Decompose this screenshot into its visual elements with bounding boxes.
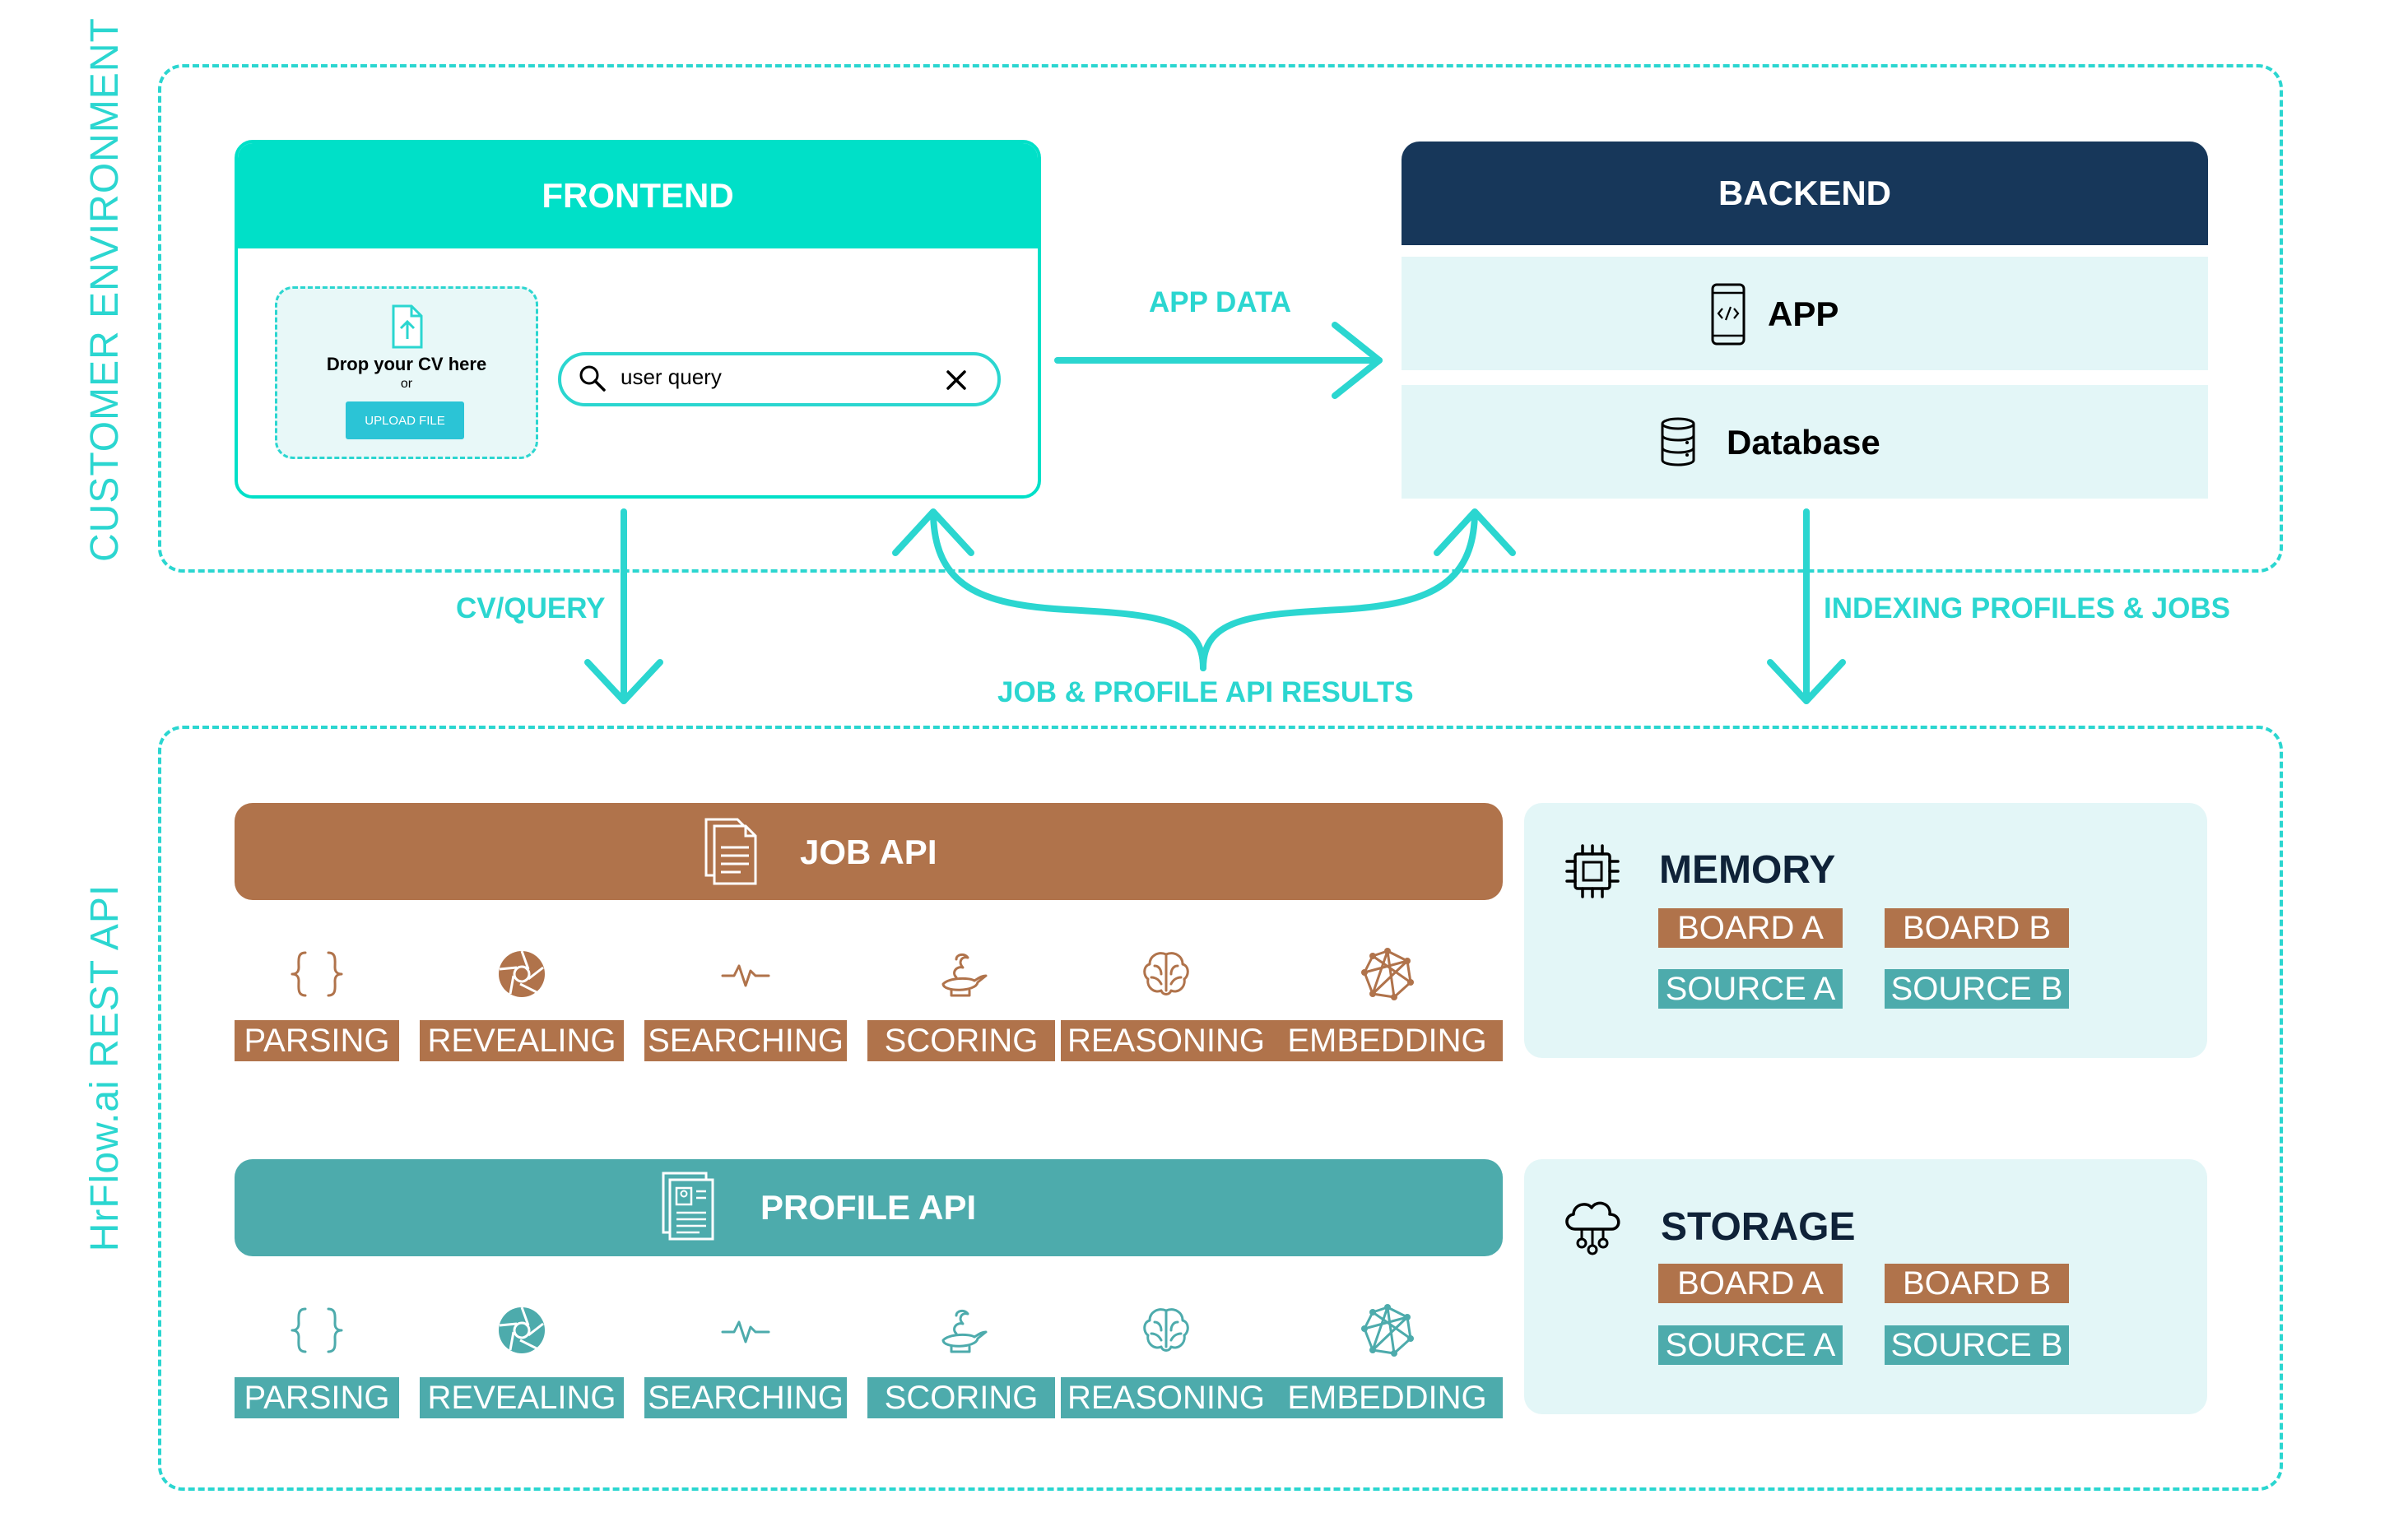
profile-module-searching[interactable]: SEARCHING	[644, 1377, 847, 1418]
dropzone-text: Drop your CV here	[326, 354, 487, 374]
job-module-parsing[interactable]: PARSING	[235, 1020, 399, 1061]
profile-module-parsing[interactable]: PARSING	[235, 1377, 399, 1418]
chip-icon	[1565, 844, 1620, 898]
backend-app-row	[1402, 257, 2208, 370]
memory-board-b[interactable]: BOARD B	[1885, 908, 2069, 948]
search-input[interactable]	[558, 352, 1001, 406]
frontend-header: FRONTEND	[238, 143, 1038, 248]
profile-module-embedding[interactable]: EMBEDDING	[1271, 1377, 1503, 1418]
memory-title: MEMORY	[1659, 848, 1836, 892]
job-api-title: JOB API	[800, 833, 937, 871]
backend-title: BACKEND	[1718, 174, 1891, 212]
storage-board-b[interactable]: BOARD B	[1885, 1264, 2069, 1303]
rest-api-box	[158, 726, 2283, 1491]
job-module-scoring[interactable]: SCORING	[867, 1020, 1055, 1061]
job-module-searching[interactable]: SEARCHING	[644, 1020, 847, 1061]
genie-lamp-icon	[941, 1309, 988, 1353]
indexing-label: INDEXING PROFILES & JOBS	[1824, 592, 2230, 624]
job-module-revealing[interactable]: REVEALING	[420, 1020, 624, 1061]
clear-icon[interactable]	[945, 369, 968, 392]
search-icon	[579, 365, 606, 392]
customer-environment-box	[158, 64, 2283, 573]
cv-query-label: CV/QUERY	[456, 592, 606, 624]
backend-app-label: APP	[1768, 295, 1839, 333]
profile-api-title: PROFILE API	[760, 1188, 977, 1227]
profile-api-header	[235, 1159, 1503, 1256]
database-icon	[1661, 417, 1695, 466]
upload-file-button[interactable]: UPLOAD FILE	[346, 401, 464, 439]
results-arrow	[930, 511, 1206, 671]
app-data-label: APP DATA	[1149, 286, 1292, 318]
job-api-header	[235, 803, 1503, 900]
storage-title: STORAGE	[1661, 1205, 1856, 1249]
network-graph-icon	[1360, 948, 1414, 1000]
backend-database-label: Database	[1727, 423, 1880, 462]
pulse-icon	[721, 1320, 770, 1343]
aperture-icon	[499, 950, 545, 997]
backend-database-row	[1402, 385, 2208, 499]
memory-source-a[interactable]: SOURCE A	[1658, 969, 1843, 1009]
backend-header: BACKEND	[1402, 142, 2208, 245]
profile-module-reasoning[interactable]: REASONING	[1061, 1377, 1271, 1418]
profile-module-scoring[interactable]: SCORING	[867, 1377, 1055, 1418]
network-graph-icon	[1360, 1304, 1414, 1357]
storage-board-a[interactable]: BOARD A	[1658, 1264, 1843, 1303]
file-upload-icon	[392, 304, 423, 349]
memory-board-a[interactable]: BOARD A	[1658, 908, 1843, 948]
profile-module-revealing[interactable]: REVEALING	[420, 1377, 624, 1418]
storage-panel	[1524, 1159, 2207, 1414]
resume-icon	[662, 1172, 714, 1241]
pulse-icon	[721, 964, 770, 987]
frontend-title: FRONTEND	[542, 176, 734, 215]
genie-lamp-icon	[941, 953, 988, 997]
job-module-embedding[interactable]: EMBEDDING	[1271, 1020, 1503, 1061]
brain-icon	[1143, 1308, 1189, 1352]
dropzone-or: or	[400, 377, 413, 391]
memory-panel	[1524, 803, 2207, 1058]
cloud-network-icon	[1565, 1201, 1620, 1255]
mobile-app-icon	[1711, 283, 1746, 346]
storage-source-b[interactable]: SOURCE B	[1885, 1325, 2069, 1365]
brain-icon	[1143, 952, 1189, 995]
memory-source-b[interactable]: SOURCE B	[1885, 969, 2069, 1009]
braces-icon	[291, 951, 343, 997]
search-query-text: user query	[621, 364, 722, 389]
braces-icon	[291, 1307, 343, 1353]
aperture-icon	[499, 1306, 545, 1353]
job-module-reasoning[interactable]: REASONING	[1061, 1020, 1271, 1061]
documents-icon	[704, 818, 757, 885]
storage-source-a[interactable]: SOURCE A	[1658, 1325, 1843, 1365]
results-label: JOB & PROFILE API RESULTS	[997, 676, 1414, 708]
